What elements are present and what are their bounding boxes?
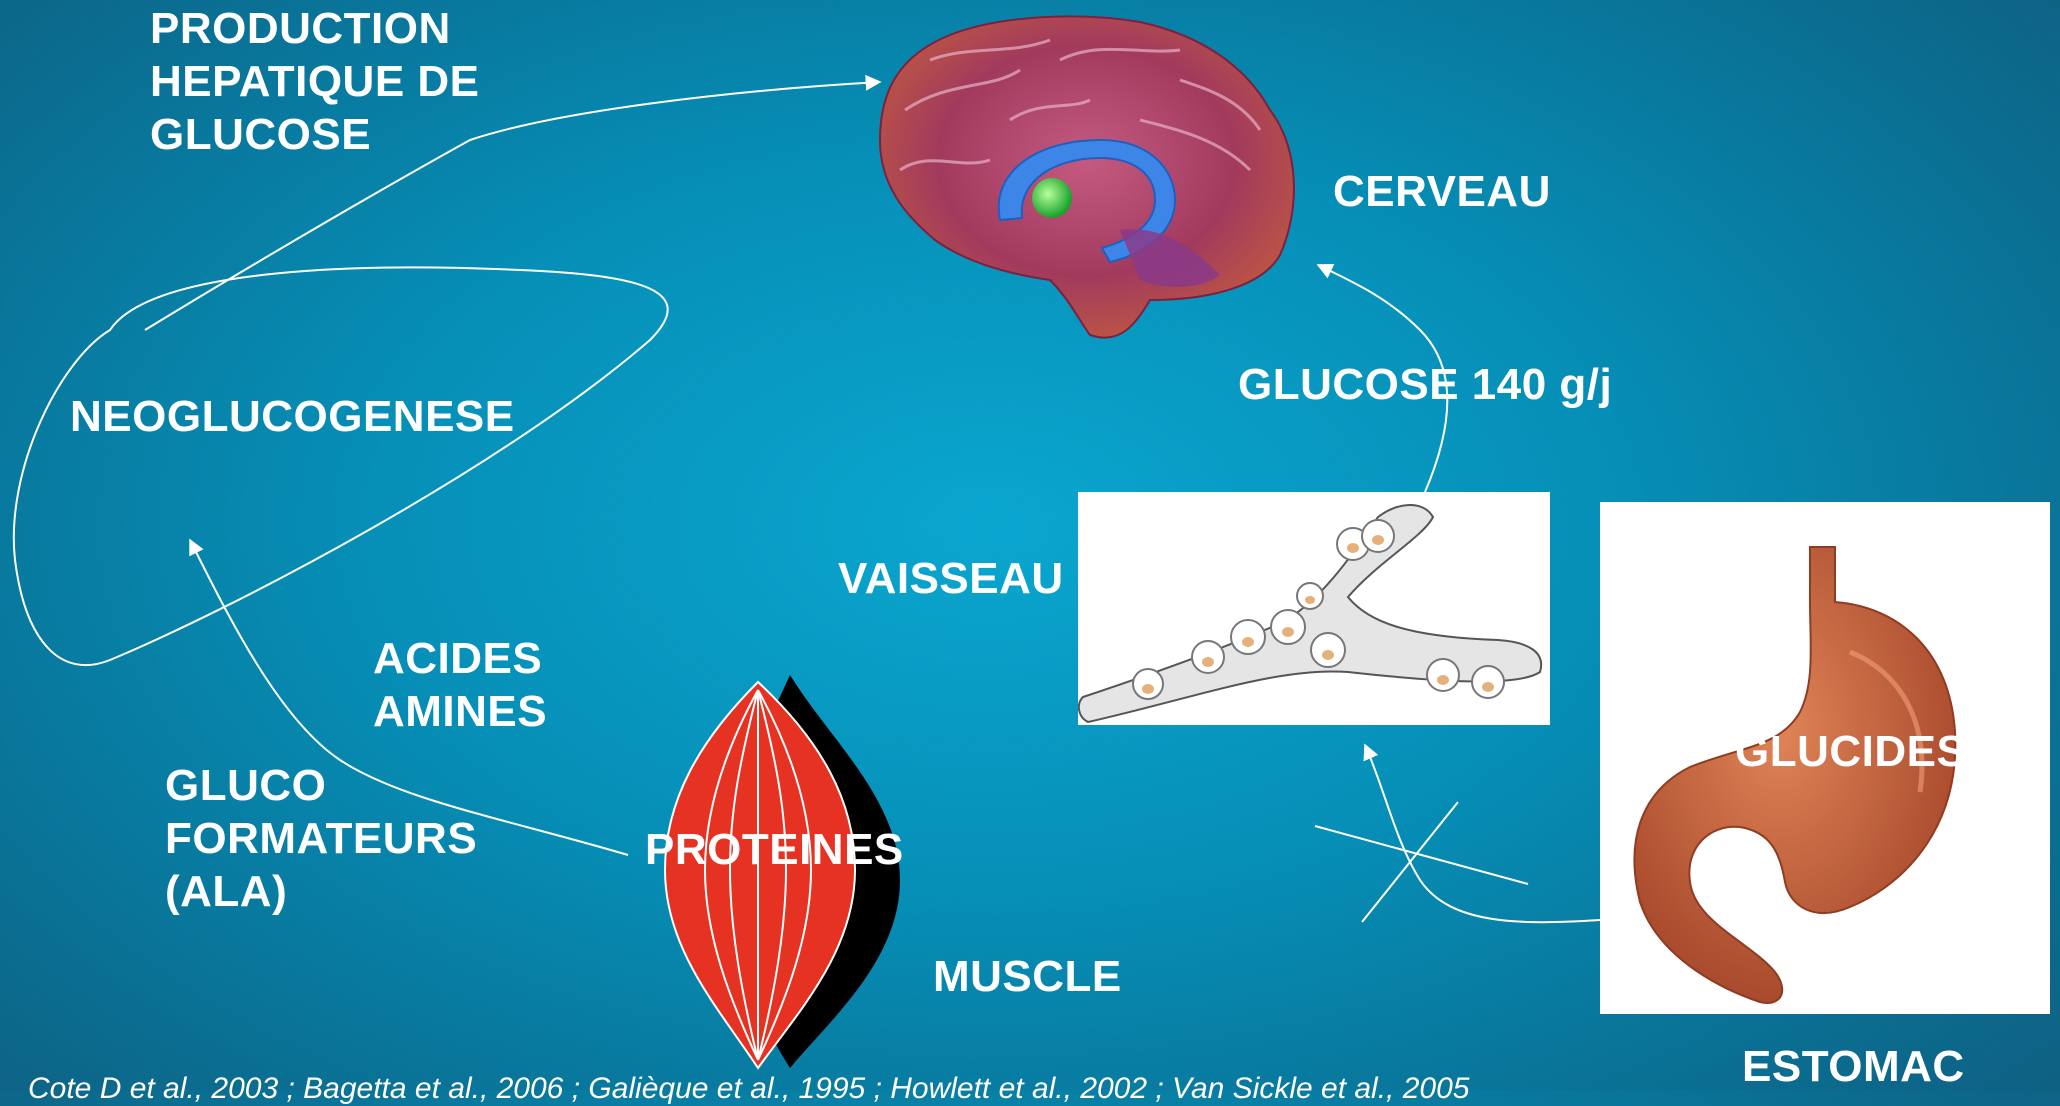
glucides-label: GLUCIDES: [1735, 725, 1966, 778]
proteines-label: PROTEINES: [645, 823, 904, 876]
neoglucogenese-label: NEOGLUCOGENESE: [70, 390, 515, 443]
blood-vessel-panel: [1078, 492, 1550, 725]
production-label: PRODUCTION HEPATIQUE DE GLUCOSE: [150, 2, 480, 161]
cross-line-1: [1315, 826, 1528, 884]
glucoformateurs-label: GLUCO FORMATEURS (ALA): [165, 759, 477, 918]
brain-highlight: [1032, 178, 1072, 218]
vaisseau-label: VAISSEAU: [838, 552, 1064, 605]
liver-outline: [14, 267, 668, 665]
estomac-label: ESTOMAC: [1742, 1040, 1965, 1093]
arrow-stomach-to-vessel: [1365, 745, 1600, 922]
citation-text: Cote D et al., 2003 ; Bagetta et al., 20…: [28, 1072, 1469, 1106]
cerveau-label: CERVEAU: [1333, 165, 1551, 218]
brain-illustration: [880, 16, 1294, 337]
muscle-label: MUSCLE: [933, 950, 1122, 1003]
acides-amines-label: ACIDES AMINES: [373, 632, 547, 738]
blood-vessel-illustration: [1078, 492, 1550, 725]
glucose-label: GLUCOSE 140 g/j: [1238, 358, 1612, 411]
